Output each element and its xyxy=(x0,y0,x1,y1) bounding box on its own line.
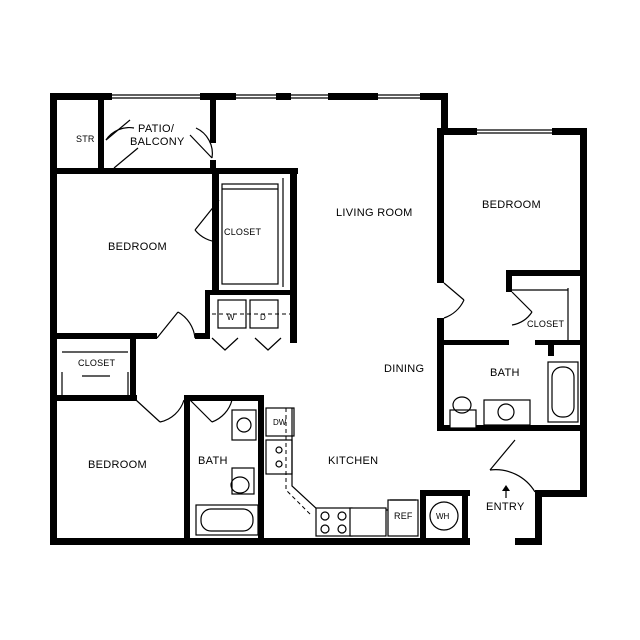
entry-arrow-icon xyxy=(502,485,510,498)
left-bath-fixtures xyxy=(195,409,259,536)
laundry xyxy=(212,299,290,329)
exterior-walls xyxy=(50,93,587,545)
right-bath-fixtures xyxy=(449,361,579,429)
room-label-patio-line2: BALCONY xyxy=(130,136,185,148)
room-label-living-room: LIVING ROOM xyxy=(336,207,413,219)
washer-label: W xyxy=(227,313,235,322)
room-label-bedroom-lower: BEDROOM xyxy=(88,459,147,471)
room-label-closet-right: CLOSET xyxy=(527,319,565,329)
dryer-label: D xyxy=(260,313,266,322)
room-label-kitchen: KITCHEN xyxy=(328,455,378,467)
room-label-closet-lower: CLOSET xyxy=(78,358,116,368)
room-label-str: STR xyxy=(76,134,95,144)
room-label-dining: DINING xyxy=(384,363,424,375)
room-label-entry: ENTRY xyxy=(486,501,525,513)
interior-walls xyxy=(57,93,580,542)
room-label-patio-line1: PATIO/ xyxy=(138,123,175,135)
water-heater-label: WH xyxy=(436,512,450,521)
kitchen-fixtures xyxy=(265,407,419,537)
refrigerator xyxy=(387,499,419,537)
room-label-bath-right: BATH xyxy=(490,367,520,379)
room-label-bedroom-left: BEDROOM xyxy=(108,241,167,253)
room-label-bath-left: BATH xyxy=(198,455,228,467)
room-label-closet-upper: CLOSET xyxy=(224,227,262,237)
doors xyxy=(105,119,536,493)
refrigerator-label: REF xyxy=(394,511,413,521)
dishwasher xyxy=(265,407,295,437)
dishwasher-label: DW xyxy=(273,418,287,427)
windows xyxy=(51,94,552,500)
water-heater xyxy=(429,501,459,531)
room-label-bedroom-right: BEDROOM xyxy=(482,199,541,211)
closet-details xyxy=(61,178,569,395)
